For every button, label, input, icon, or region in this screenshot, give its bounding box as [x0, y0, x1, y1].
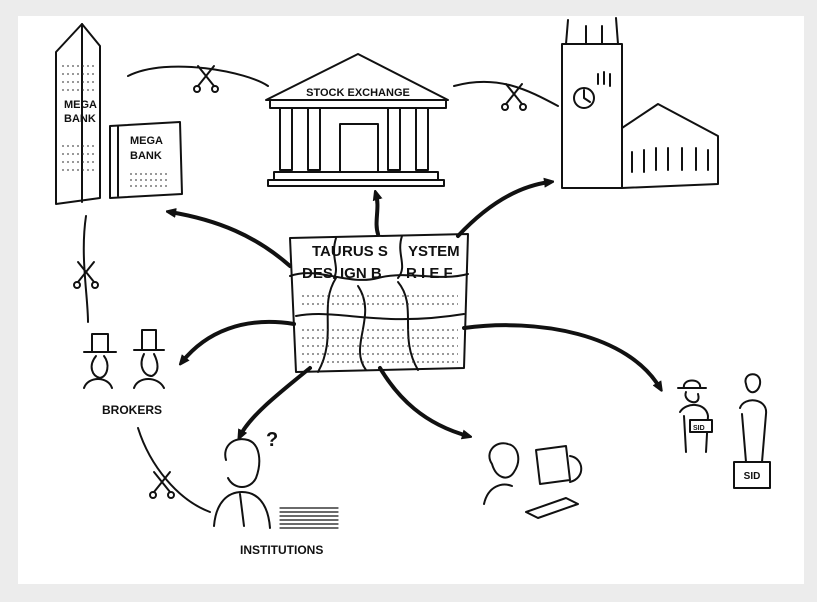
- stock-exchange-building: STOCK EXCHANGE: [265, 53, 449, 187]
- stock-exchange-label: STOCK EXCHANGE: [306, 87, 410, 99]
- brokers-label: BROKERS: [102, 403, 162, 417]
- link-megabank-stock: [127, 65, 269, 87]
- mega-bank-tall-building: MEGA BANK: [55, 23, 101, 205]
- sid-figures: SID SID: [677, 373, 771, 489]
- scissor-icons: [73, 65, 527, 499]
- brokers-figures: BROKERS: [83, 329, 165, 417]
- puzzle-row2-col1: DES: [302, 265, 333, 282]
- arrow-to-brokers: [182, 319, 296, 362]
- arrow-to-stock-exchange: [376, 194, 378, 236]
- puzzle-row2-col3: R I E F: [406, 265, 453, 282]
- mega-bank-short-line1: MEGA: [130, 135, 163, 147]
- sid-small-label: SID: [693, 425, 705, 432]
- link-stock-church: [453, 80, 559, 107]
- puzzle-row1-col2: RUS S: [342, 243, 388, 260]
- mega-bank-tall-line2: BANK: [64, 113, 96, 125]
- scissor-icon: [193, 65, 219, 93]
- institutions-label: INSTITUTIONS: [240, 543, 323, 557]
- puzzle-row1-col3: YSTEM: [408, 243, 460, 260]
- puzzle-map: TAU RUS S YSTEM DES IGN B R I E F: [289, 233, 469, 373]
- arrow-to-megabank: [170, 212, 292, 268]
- arrow-to-church: [456, 182, 550, 238]
- mega-bank-tall-line1: MEGA: [64, 99, 97, 111]
- scissor-icon: [149, 471, 175, 499]
- arrows: [170, 182, 660, 436]
- institutions-figure: ? INSTITUTIONS: [213, 429, 339, 557]
- puzzle-row2-col2: IGN B: [340, 265, 382, 282]
- mega-bank-short-building: MEGA BANK: [109, 121, 183, 199]
- arrow-to-computer-user: [378, 366, 468, 436]
- diagram-svg: MEGA BANK MEGA BANK STOCK EXCHANGE: [55, 17, 771, 557]
- computer-user-figure: [483, 442, 583, 519]
- scissor-icon: [73, 261, 99, 289]
- scissor-icon: [501, 83, 527, 111]
- question-mark: ?: [266, 429, 278, 451]
- link-brokers-institutions: [137, 427, 211, 513]
- diagram-canvas: MEGA BANK MEGA BANK STOCK EXCHANGE: [18, 16, 804, 584]
- sid-large-label: SID: [744, 471, 761, 482]
- arrow-to-sid: [462, 323, 660, 388]
- puzzle-row1-col1: TAU: [312, 243, 342, 260]
- arrow-to-institutions: [240, 366, 312, 436]
- mega-bank-short-line2: BANK: [130, 150, 162, 162]
- church-building: [561, 17, 719, 189]
